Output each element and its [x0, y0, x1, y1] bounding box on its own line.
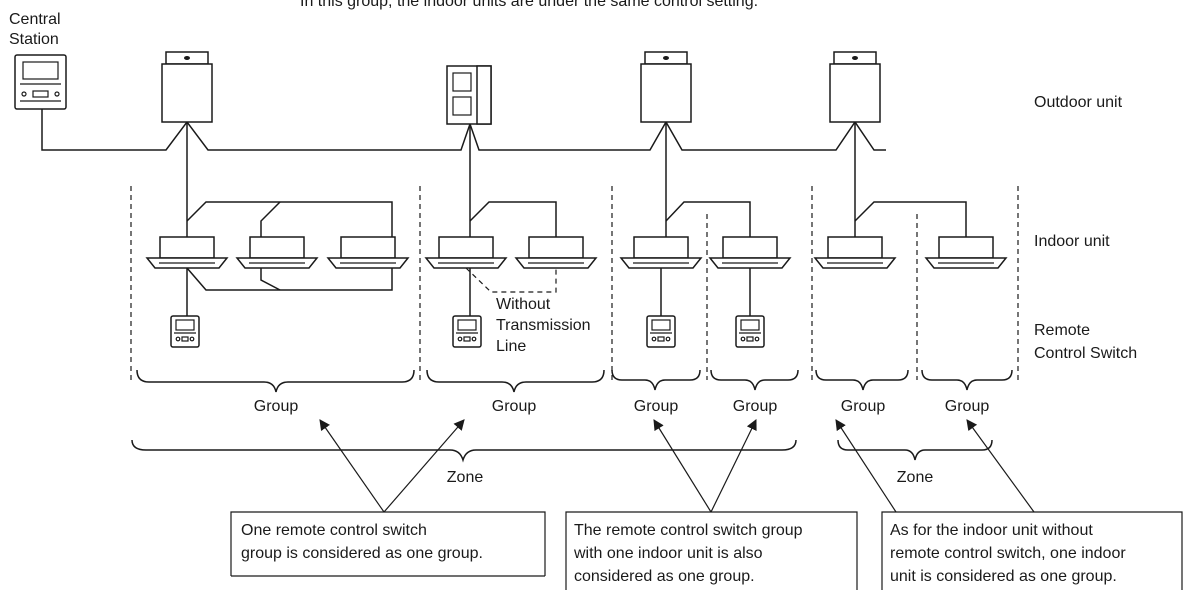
indoor-unit: [425, 236, 507, 269]
outdoor-units: [161, 51, 881, 125]
group-braces: [136, 369, 1013, 393]
pointer-arrows: [319, 419, 1035, 513]
transmission-line: [41, 109, 886, 237]
outdoor-unit-1: [161, 51, 213, 123]
side-labels: Outdoor unit Indoor unit Remote Control …: [1034, 94, 1137, 362]
note-1-line2: group is considered as one group.: [241, 545, 483, 562]
header-text: In this group, the indoor units are unde…: [300, 0, 758, 10]
indoor-unit: [814, 236, 896, 269]
outdoor-unit-2: [446, 65, 492, 125]
indoor-unit: [620, 236, 702, 269]
indoor-unit: [236, 236, 318, 269]
indoor-unit: [515, 236, 597, 269]
note-box-1: One remote control switch group is consi…: [230, 511, 546, 577]
group-separators: [130, 186, 1019, 380]
remote-control-switch-label-line1: Remote: [1034, 322, 1090, 339]
without-transmission-line-label: Without Transmission Line: [496, 296, 591, 355]
zone-label: Zone: [447, 469, 484, 486]
indoor-unit-label: Indoor unit: [1034, 233, 1110, 250]
group-labels: Group Group Group Group Group Group: [254, 398, 990, 415]
remote-control-switch: [646, 315, 676, 348]
group-label: Group: [634, 398, 679, 415]
without-label-line3: Line: [496, 338, 526, 355]
remote-control-switches: [170, 315, 765, 348]
note-3-line3: unit is considered as one group.: [890, 568, 1117, 585]
without-label-line1: Without: [496, 296, 551, 313]
group-label: Group: [492, 398, 537, 415]
central-station-label-line1: Central: [9, 11, 61, 28]
note-2-line1: The remote control switch group: [574, 522, 803, 539]
indoor-unit: [327, 236, 409, 269]
indoor-unit: [925, 236, 1007, 269]
remote-control-switch: [735, 315, 765, 348]
central-station-label-line2: Station: [9, 31, 59, 48]
outdoor-unit-label: Outdoor unit: [1034, 94, 1123, 111]
without-label-line2: Transmission: [496, 317, 591, 334]
note-3-line2: remote control switch, one indoor: [890, 545, 1126, 562]
note-3-line1: As for the indoor unit without: [890, 522, 1093, 539]
remote-control-switch: [452, 315, 482, 348]
outdoor-unit-4: [829, 51, 881, 123]
group-label: Group: [945, 398, 990, 415]
indoor-unit: [709, 236, 791, 269]
note-box-2: The remote control switch group with one…: [565, 511, 858, 590]
note-1-line1: One remote control switch: [241, 522, 427, 539]
group-label: Group: [733, 398, 778, 415]
note-2-line2: with one indoor unit is also: [573, 545, 763, 562]
remote-control-switch-label-line2: Control Switch: [1034, 345, 1137, 362]
zone-braces: [131, 439, 993, 463]
note-box-3: As for the indoor unit without remote co…: [881, 511, 1183, 590]
central-station-icon: [14, 54, 67, 110]
indoor-units: [146, 236, 1007, 269]
central-station: Central Station: [9, 11, 67, 110]
indoor-wiring: [186, 201, 967, 316]
remote-control-switch: [170, 315, 200, 348]
outdoor-unit-3: [640, 51, 692, 123]
indoor-unit: [146, 236, 228, 269]
note-2-line3: considered as one group.: [574, 568, 755, 585]
group-label: Group: [254, 398, 299, 415]
zone-label: Zone: [897, 469, 934, 486]
group-label: Group: [841, 398, 886, 415]
